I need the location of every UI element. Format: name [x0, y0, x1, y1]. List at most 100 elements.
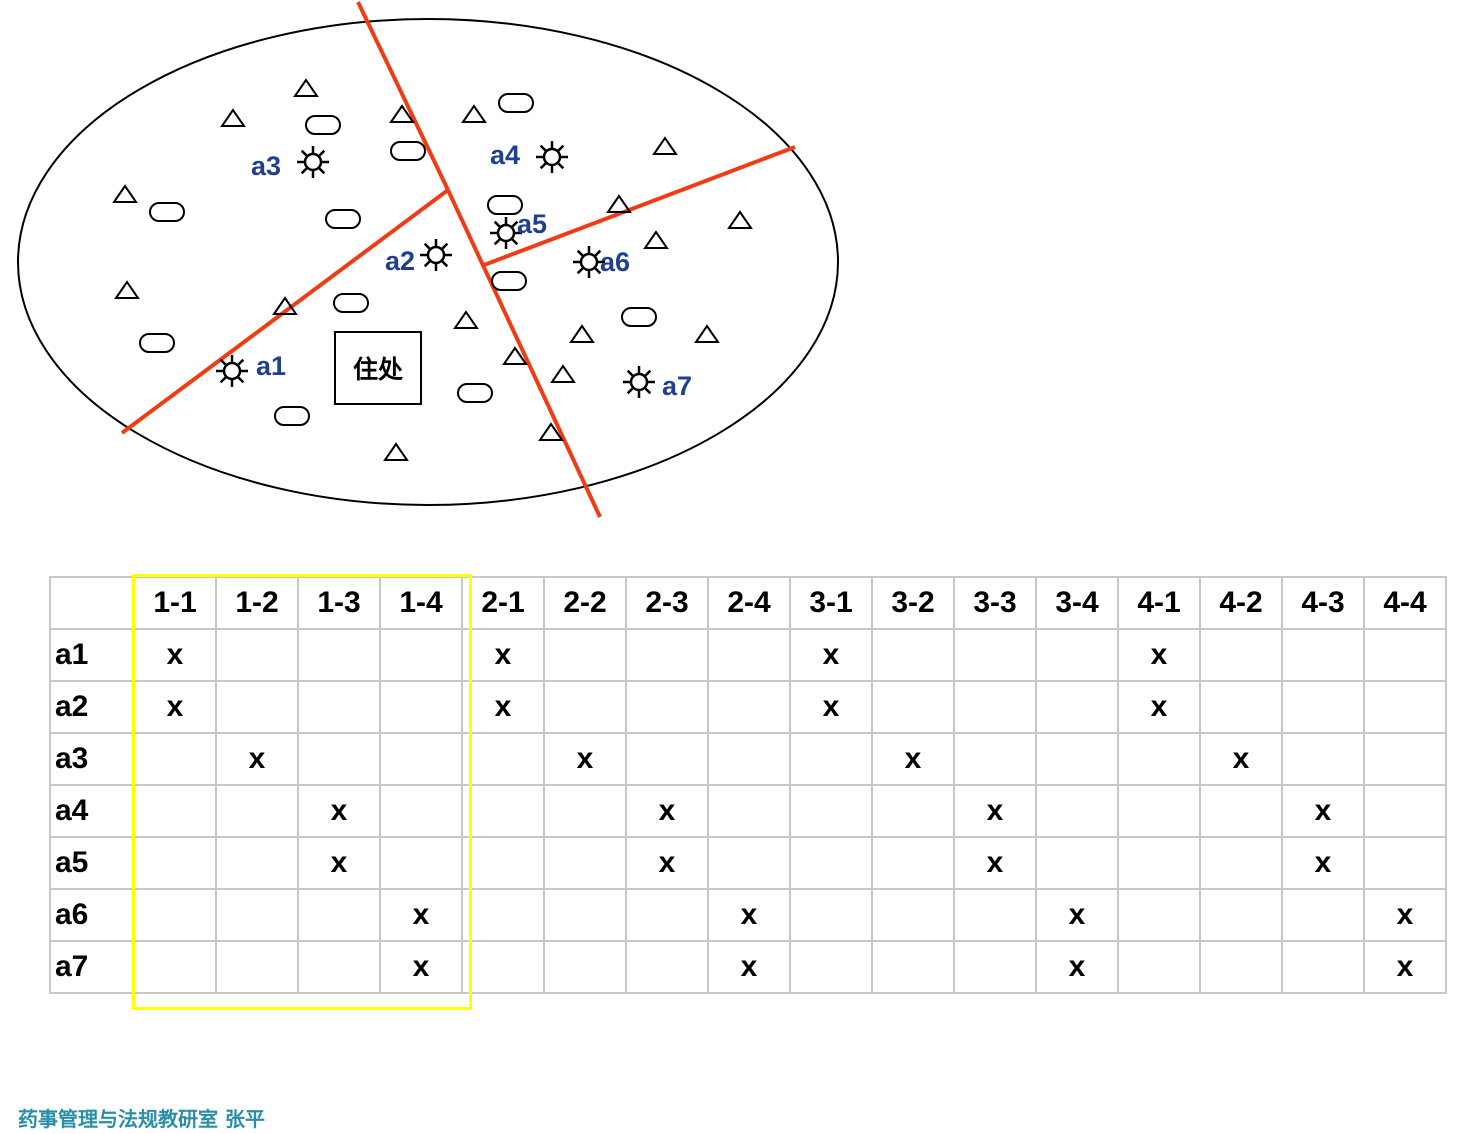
sun-icon — [536, 141, 568, 173]
column-header: 2-3 — [625, 576, 709, 630]
table-cell — [789, 940, 873, 994]
rounded-rect-icon — [149, 202, 185, 222]
triangle-icon — [727, 210, 753, 229]
cell-mark: x — [1396, 950, 1414, 983]
rounded-rect-icon — [139, 333, 175, 353]
cell-mark: x — [494, 638, 512, 671]
cell-mark: x — [822, 638, 840, 671]
table-cell — [871, 940, 955, 994]
table-cell — [1035, 732, 1119, 786]
table-cell — [543, 680, 627, 734]
triangle-icon — [643, 230, 669, 249]
table-cell — [707, 732, 791, 786]
divider-lines — [120, 1, 796, 518]
rounded-rect-icon — [333, 293, 369, 313]
table-cell — [707, 680, 791, 734]
table-cell — [133, 836, 217, 890]
column-header: 2-2 — [543, 576, 627, 630]
row-label: a2 — [49, 680, 135, 734]
table-cell: x — [1117, 680, 1201, 734]
sun-icon — [297, 146, 329, 178]
table-cell — [1117, 732, 1201, 786]
table-cell — [1199, 784, 1283, 838]
sampling-map: 住处 a1 a — [17, 1, 839, 518]
column-header: 3-2 — [871, 576, 955, 630]
table-cell — [1281, 888, 1365, 942]
table-cell — [1035, 836, 1119, 890]
table-cell: x — [789, 680, 873, 734]
table-cell — [133, 940, 217, 994]
table-cell — [461, 836, 545, 890]
cell-mark: x — [822, 690, 840, 723]
table-cell — [1117, 940, 1201, 994]
cell-mark: x — [1150, 690, 1168, 723]
table-cell: x — [953, 836, 1037, 890]
cell-mark: x — [986, 794, 1004, 827]
column-header: 3-1 — [789, 576, 873, 630]
table-cell — [543, 784, 627, 838]
table-cell — [1117, 784, 1201, 838]
cell-mark: x — [248, 742, 266, 775]
table-cell — [871, 628, 955, 682]
table-cell — [1199, 888, 1283, 942]
triangle-icon — [652, 136, 678, 155]
table-cell — [215, 628, 299, 682]
table-cell — [1199, 680, 1283, 734]
table-cell — [133, 888, 217, 942]
point-label-a5: a5 — [517, 209, 547, 239]
point-label-a2: a2 — [385, 246, 415, 276]
triangle-icon — [538, 422, 564, 441]
column-header: 3-3 — [953, 576, 1037, 630]
table-cell — [1035, 680, 1119, 734]
column-header: 4-4 — [1363, 576, 1447, 630]
table-cell: x — [789, 628, 873, 682]
rounded-rect-icon — [487, 195, 523, 215]
column-header: 3-4 — [1035, 576, 1119, 630]
triangle-icon — [453, 310, 479, 329]
point-label-a6: a6 — [600, 247, 630, 277]
table-cell: x — [1035, 888, 1119, 942]
table-cell — [1117, 836, 1201, 890]
table-cell — [707, 628, 791, 682]
sun-icon — [623, 366, 655, 398]
table-cell — [953, 732, 1037, 786]
residence-label: 住处 — [353, 355, 403, 384]
triangle-icon — [389, 104, 415, 123]
table-cell: x — [297, 784, 381, 838]
rounded-rect-icon — [491, 271, 527, 291]
sun-icon — [490, 217, 522, 249]
table-cell — [215, 784, 299, 838]
table-cell — [953, 628, 1037, 682]
table-cell: x — [707, 888, 791, 942]
table-cell — [379, 732, 463, 786]
table-cell: x — [379, 940, 463, 994]
table-cell: x — [379, 888, 463, 942]
table-cell: x — [707, 940, 791, 994]
cell-mark: x — [1314, 794, 1332, 827]
sun-icon — [216, 355, 248, 387]
cell-mark: x — [1232, 742, 1250, 775]
rounded-rect-icon — [621, 307, 657, 327]
table-cell — [953, 888, 1037, 942]
rounded-rect-icon — [457, 383, 493, 403]
table-cell — [215, 680, 299, 734]
triangle-icon — [112, 184, 138, 203]
table-cell — [1281, 732, 1365, 786]
footer-credit: 药事管理与法规教研室 张平 — [18, 1107, 265, 1131]
point-label-a1: a1 — [256, 351, 286, 381]
triangle-icon — [272, 296, 298, 315]
cell-mark: x — [576, 742, 594, 775]
table-cell — [953, 680, 1037, 734]
table-cell: x — [1117, 628, 1201, 682]
table-cell — [789, 836, 873, 890]
table-cell — [625, 732, 709, 786]
table-cell — [1035, 628, 1119, 682]
triangle-icon — [114, 280, 140, 299]
rounded-rect-icon — [325, 209, 361, 229]
